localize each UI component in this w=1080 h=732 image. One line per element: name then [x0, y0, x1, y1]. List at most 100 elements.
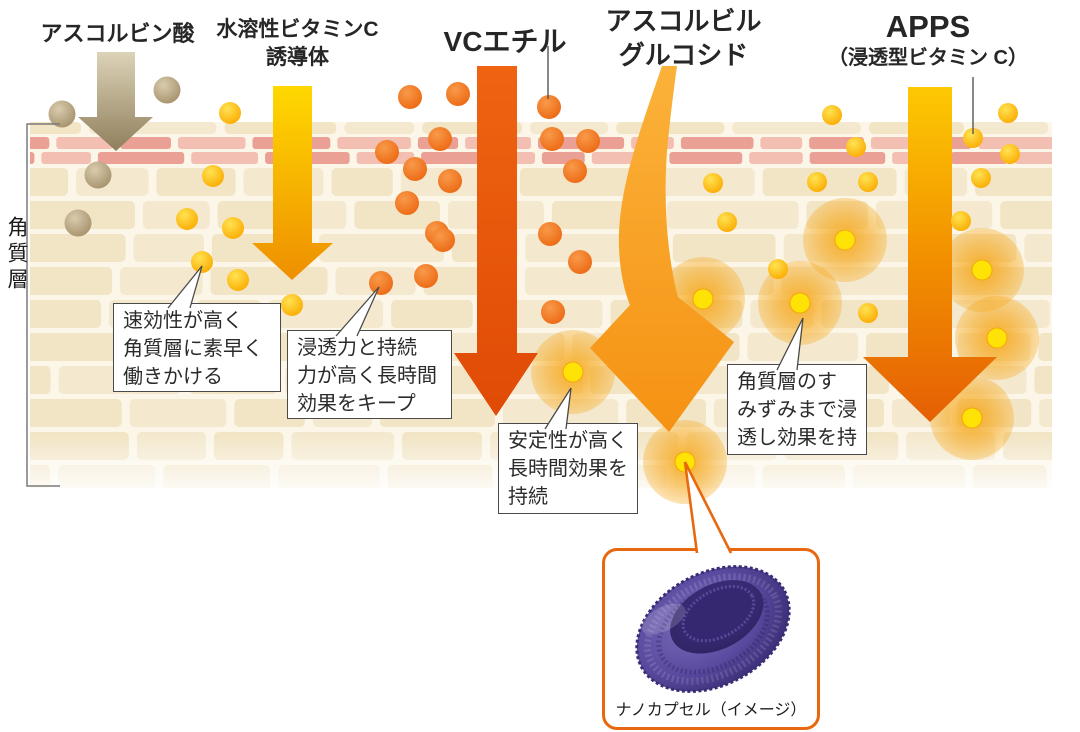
callout-3-line3: 持続 [508, 486, 548, 508]
skin-brick [1034, 366, 1052, 394]
callout-4-line2: みずみまで浸 [737, 399, 857, 421]
stratum-corneum-bracket [26, 123, 60, 487]
vc-ethyl-dot [537, 95, 561, 119]
apps-dot [858, 303, 878, 323]
skin-brick [972, 122, 1049, 134]
glow-particle [803, 198, 887, 282]
vc-ethyl-dot [375, 140, 399, 164]
vc-ethyl-dot [576, 129, 600, 153]
skin-brick [331, 168, 393, 196]
vc-ethyl-dot [395, 191, 419, 215]
vc-ethyl-dot [563, 159, 587, 183]
skin-brick [1024, 234, 1052, 262]
skin-brick [749, 152, 803, 164]
label-water-line2: 誘導体 [266, 46, 329, 69]
label-glucoside-line1: アスコルビル [605, 6, 762, 36]
skin-brick [30, 137, 50, 149]
skin-brick [1000, 201, 1052, 229]
skin-brick [616, 122, 725, 134]
water-soluble-vc-dot [219, 102, 241, 124]
water-soluble-vc-dot [222, 217, 244, 239]
vc-ethyl-dot [414, 264, 438, 288]
callout-2-line3: 効果をキープ [297, 393, 416, 415]
vc-ethyl-dot [541, 300, 565, 324]
skin-brick [524, 267, 652, 295]
callout-2-line2: 力が高く長時間 [297, 365, 437, 387]
vc-ethyl-dot [369, 271, 393, 295]
ascorbyl-glucoside-curved-arrow [590, 66, 734, 432]
callout-1-line1: 速効性が高く [123, 310, 243, 332]
vc-ethyl-dot [431, 228, 455, 252]
apps-dot [846, 137, 866, 157]
apps-dot [807, 172, 827, 192]
skin-brick [30, 366, 51, 394]
label-glucoside-line2: グルコシド [618, 40, 749, 70]
skin-brick [30, 168, 69, 196]
skin-brick [669, 152, 743, 164]
label-water-line1: 水溶性ビタミンC [216, 18, 379, 41]
nanocapsule-image [635, 565, 791, 693]
nanocapsule-shape [635, 565, 791, 693]
apps-dot [1000, 144, 1020, 164]
callout-fast-acting: 速効性が高く 角質層に素早く 働きかける [113, 303, 281, 392]
ascorbic-acid-dot [64, 209, 92, 237]
skin-brick [391, 300, 473, 328]
ascorbic-acid-arrow [78, 52, 153, 151]
apps-dot [951, 211, 971, 231]
vitamin-molecule-dots [48, 76, 1020, 324]
apps-arrow [863, 87, 997, 422]
skin-brick [530, 122, 609, 134]
skin-brick [97, 152, 185, 164]
skin-brick [680, 137, 754, 149]
skin-brick [1038, 333, 1052, 361]
skin-brick [191, 152, 258, 164]
label-ascorbyl-glucoside: アスコルビル グルコシド [586, 4, 781, 72]
vc-ethyl-dot [568, 250, 592, 274]
skin-brick [950, 152, 1008, 164]
callout-every-corner: 角質層のす みずみまで浸 透し効果を持 [727, 364, 867, 455]
skin-brick [120, 267, 203, 295]
skin-brick [760, 137, 803, 149]
skin-brick [30, 399, 122, 427]
skin-brick [421, 152, 486, 164]
callout-2-line1: 浸透力と持続 [297, 337, 417, 359]
vc-ethyl-dot [540, 127, 564, 151]
vc-ethyl-dot [446, 82, 470, 106]
label-vc-ethyl: VCエチル [443, 26, 567, 57]
apps-dot [858, 172, 878, 192]
skin-brick [30, 152, 35, 164]
skin-brick [120, 137, 171, 149]
callout-4-line1: 角質層のす [737, 371, 837, 393]
callout-stability: 安定性が高く 長時間効果を 持続 [498, 423, 638, 514]
apps-dot [971, 168, 991, 188]
water-soluble-vc-dot [191, 251, 213, 273]
skin-brick [178, 137, 246, 149]
leader-lines [26, 46, 974, 487]
skin-brick [30, 300, 102, 328]
label-apps-main: APPS [885, 9, 971, 44]
skin-brick [672, 234, 776, 262]
vc-ethyl-dot [403, 157, 427, 181]
water-soluble-vc-dot [227, 269, 249, 291]
water-soluble-vc-dot [281, 294, 303, 316]
water-soluble-vc-dot [176, 208, 198, 230]
skin-brick [354, 201, 440, 229]
apps-dot [768, 259, 788, 279]
ascorbic-acid-dot [84, 161, 112, 189]
nanocapsule-caption: ナノカプセル（イメージ） [615, 702, 807, 719]
label-apps: APPS （浸透型ビタミン C） [828, 8, 1028, 71]
skin-brick [640, 168, 755, 196]
callout-1-line3: 働きかける [123, 366, 223, 388]
skin-brick [1014, 152, 1052, 164]
callout-4-line3: 透し効果を持 [737, 427, 857, 449]
skin-brick [30, 267, 113, 295]
stratum-corneum-label: 角質層 [5, 216, 28, 294]
skin-brick [142, 201, 210, 229]
callout-3-line1: 安定性が高く [508, 430, 628, 452]
apps-dot [703, 173, 723, 193]
water-soluble-vc-dot [202, 165, 224, 187]
vc-ethyl-dot [428, 127, 452, 151]
skin-brick [809, 152, 886, 164]
skin-brick [870, 137, 915, 149]
